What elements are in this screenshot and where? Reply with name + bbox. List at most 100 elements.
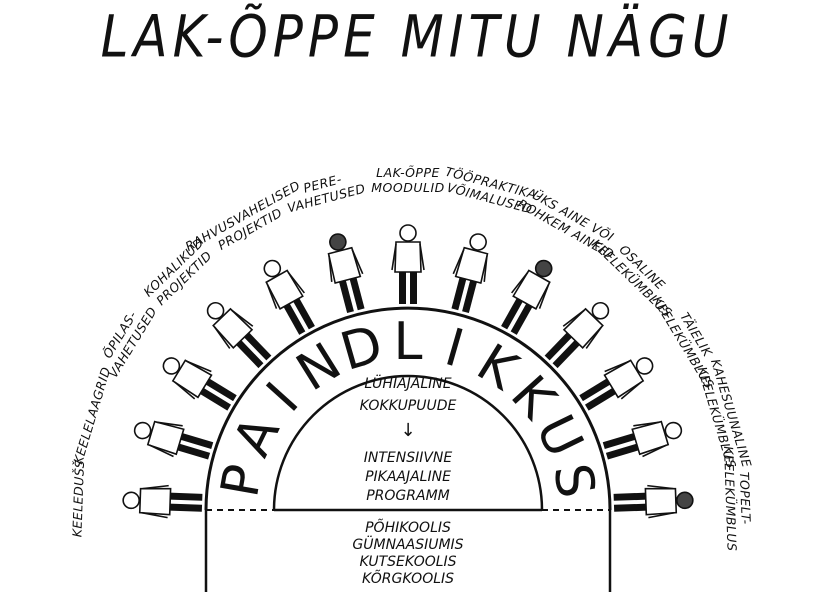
figure-shirt <box>146 420 185 456</box>
figure-leg <box>451 273 468 311</box>
figure-head <box>329 233 347 251</box>
figure-shirt <box>631 420 670 456</box>
person-figure <box>327 233 365 313</box>
person-figure <box>391 224 425 304</box>
figure-leg <box>579 376 614 402</box>
inner-line-kokkupuude: KOKKUPUUDE <box>360 398 457 414</box>
figure-arm <box>287 271 306 294</box>
figure-label-line: RAHVUSVAHELISED <box>183 178 303 254</box>
figure-head <box>591 301 610 320</box>
figure-label-line: LAK-ÕPPE <box>376 165 440 180</box>
figure-shirt <box>644 487 678 516</box>
arch-structure <box>204 306 612 592</box>
figure-leg <box>202 376 237 402</box>
person-figure <box>613 484 694 519</box>
figure-label: TOPELT-KEELEKÜMBLUS <box>721 446 754 552</box>
figure-leg <box>348 273 365 311</box>
arc-letter: S <box>541 459 606 502</box>
figure-leg <box>338 276 354 313</box>
figure-arm <box>585 326 603 349</box>
inner-line-lyhiajaline: LÜHIAJALINE <box>364 374 451 392</box>
figure-shirt <box>138 487 172 516</box>
figure-arm <box>186 360 212 373</box>
figure-leg <box>613 492 650 501</box>
figure-label-line: KEELEDUŠŠ <box>69 459 87 537</box>
person-figure <box>451 233 489 313</box>
figure-arm <box>142 484 169 490</box>
figure-arm <box>156 421 183 427</box>
person-figure <box>579 357 654 411</box>
figure-arm <box>604 360 630 373</box>
figure-head <box>676 491 694 510</box>
figure-leg <box>173 442 211 460</box>
person-figure <box>501 259 553 335</box>
figure-shirt <box>394 241 422 273</box>
figure-head <box>399 224 417 242</box>
person-figure <box>162 357 237 411</box>
person-figure <box>133 420 214 460</box>
inner-arch-line <box>272 374 544 511</box>
figure-arm <box>620 381 642 400</box>
figure-head <box>122 491 140 510</box>
inner-line-pikaajaline: PIKAAJALINE <box>365 469 451 485</box>
figure-head <box>635 357 654 375</box>
figure-arm <box>391 243 397 271</box>
figure-leg <box>281 300 306 335</box>
figure-arm <box>510 271 529 294</box>
person-figure <box>602 420 683 460</box>
figure-shirt <box>562 307 604 349</box>
figure-label: KEELEDUŠŠ <box>69 459 87 537</box>
figure-arm <box>351 249 364 275</box>
figure-head <box>469 233 487 251</box>
figure-arm <box>538 283 550 309</box>
base-line: PÕHIKOOLIS <box>365 519 451 536</box>
arc-letter: I <box>256 372 311 424</box>
figure-leg <box>584 385 620 411</box>
figure-arm <box>483 255 488 282</box>
figure-shirt <box>603 359 645 399</box>
figure-arm <box>213 326 231 349</box>
figure-shirt <box>454 246 489 285</box>
figure-leg <box>291 294 315 330</box>
figure-arm <box>266 283 278 309</box>
base-line: KUTSEKOOLIS <box>359 554 456 570</box>
diagram-title: LAK-ÕPPE MITU NÄGU <box>100 3 734 71</box>
figure-head <box>534 259 553 278</box>
person-figure <box>263 259 315 335</box>
figure-head <box>206 301 225 320</box>
inner-arrow: ↓ <box>400 420 415 441</box>
figure-arm <box>328 255 333 282</box>
figure-shirt <box>171 359 213 399</box>
person-figure <box>544 301 610 369</box>
figure-arm <box>647 484 674 490</box>
figure-head <box>162 357 181 375</box>
figure-head <box>133 421 152 440</box>
figure-leg <box>233 337 264 369</box>
figure-shirt <box>512 269 551 310</box>
arc-letter: L <box>394 312 423 372</box>
figure-leg <box>510 300 535 335</box>
figure-label-line: TOPELT- <box>737 472 754 525</box>
arc-letter: A <box>222 407 292 466</box>
figure-leg <box>544 329 575 361</box>
figure-leg <box>241 329 272 361</box>
figure-arm <box>648 511 675 519</box>
figure-leg <box>602 431 640 450</box>
figure-label-line: KEELELAAGRID <box>70 365 113 466</box>
outer-arch-line <box>204 306 612 511</box>
base-text: PÕHIKOOLISGÜMNAASIUMISKUTSEKOOLISKÕRGKOO… <box>352 519 463 587</box>
person-figure <box>122 484 203 519</box>
figure-leg <box>399 268 406 304</box>
figure-leg <box>605 442 643 460</box>
figure-leg <box>613 503 651 512</box>
figure-leg <box>410 268 417 304</box>
figure-leg <box>196 385 232 411</box>
figure-arm <box>419 243 425 271</box>
figure-shirt <box>327 246 362 285</box>
figure-arm <box>562 309 585 327</box>
figure-shirt <box>265 269 304 310</box>
base-line: GÜMNAASIUMIS <box>352 535 463 553</box>
arc-letter: I <box>439 318 470 380</box>
inner-arch-text: LÜHIAJALINEKOKKUPUUDE↓INTENSIIVNEPIKAAJA… <box>360 374 457 504</box>
